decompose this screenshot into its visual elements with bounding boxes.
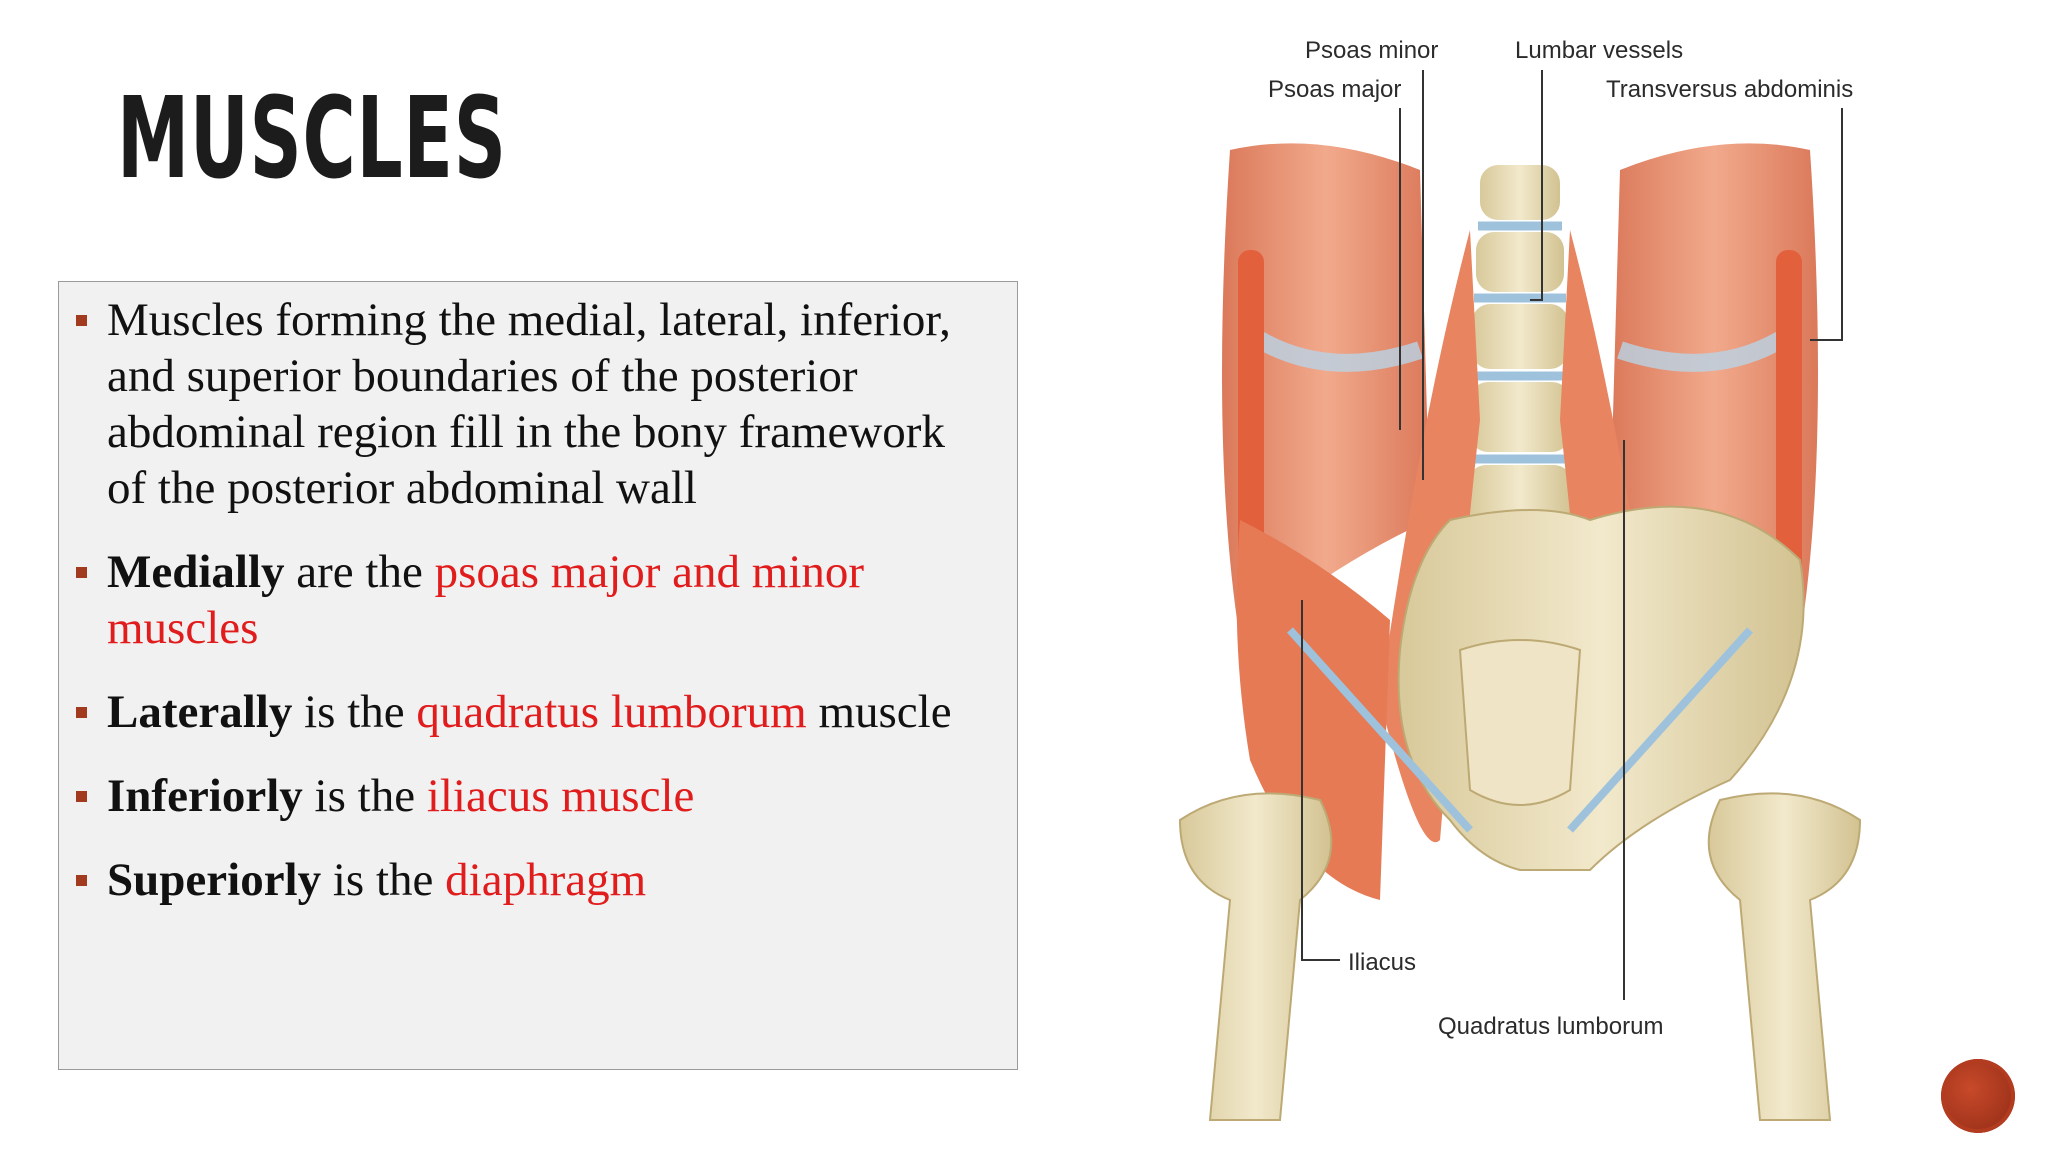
label-iliacus: Iliacus <box>1348 949 1416 976</box>
label-psoas-minor: Psoas minor <box>1305 37 1438 64</box>
anatomy-figure: Psoas minor Psoas major Lumbar vessels T… <box>1178 37 1862 1121</box>
label-transversus-abdominis: Transversus abdominis <box>1606 76 1853 103</box>
bullet-laterally: Laterally is the quadratus lumborum musc… <box>76 684 993 740</box>
bullet-connector: is the <box>292 686 417 738</box>
bullet-connector: are the <box>284 546 435 598</box>
fascia <box>1617 332 1785 372</box>
bullet-highlight: psoas major and minor muscles <box>107 546 865 654</box>
bullet-superiorly: Superiorly is the diaphragm <box>76 852 993 908</box>
inguinal-ligament <box>1567 627 1753 833</box>
bullet-tail: muscle <box>806 686 952 738</box>
bullet-marker <box>76 567 87 578</box>
bullet-text: Muscles forming the medial, lateral, inf… <box>107 294 951 514</box>
femur-left <box>1178 792 1333 1121</box>
abdominal-wall-muscle <box>1222 143 1430 641</box>
bullet-list: Muscles forming the medial, lateral, inf… <box>76 292 993 908</box>
fascia <box>1255 332 1423 372</box>
sacrum <box>1458 639 1582 806</box>
label-quadratus-lumborum: Quadratus lumborum <box>1438 1013 1663 1040</box>
slide-badge <box>1941 1059 2015 1133</box>
bullet-connector: is the <box>302 770 427 822</box>
bullet-box: Muscles forming the medial, lateral, inf… <box>58 281 1018 1070</box>
bullet-marker <box>76 707 87 718</box>
bullet-medially: Medially are the psoas major and minor m… <box>76 544 993 656</box>
transversus-muscle <box>1776 250 1802 630</box>
bullet-connector: is the <box>321 854 446 906</box>
bullet-keyword: Laterally <box>107 686 293 738</box>
leader-lines <box>1301 70 1843 1000</box>
slide-title: MUSCLES <box>117 74 507 204</box>
bullet-highlight: diaphragm <box>445 854 647 906</box>
bullet-keyword: Superiorly <box>107 854 322 906</box>
bullet-marker <box>76 315 87 326</box>
inguinal-ligament <box>1287 627 1473 833</box>
label-psoas-major: Psoas major <box>1268 76 1401 103</box>
femur-right <box>1707 792 1862 1121</box>
bullet-marker <box>76 791 87 802</box>
bullet-keyword: Inferiorly <box>107 770 303 822</box>
bullet-intro: Muscles forming the medial, lateral, inf… <box>76 292 993 516</box>
bullet-marker <box>76 875 87 886</box>
bullet-highlight: iliacus muscle <box>426 770 695 822</box>
bullet-inferiorly: Inferiorly is the iliacus muscle <box>76 768 993 824</box>
bullet-keyword: Medially <box>107 546 285 598</box>
bullet-highlight: quadratus lumborum <box>416 686 807 738</box>
label-lumbar-vessels: Lumbar vessels <box>1515 37 1683 64</box>
